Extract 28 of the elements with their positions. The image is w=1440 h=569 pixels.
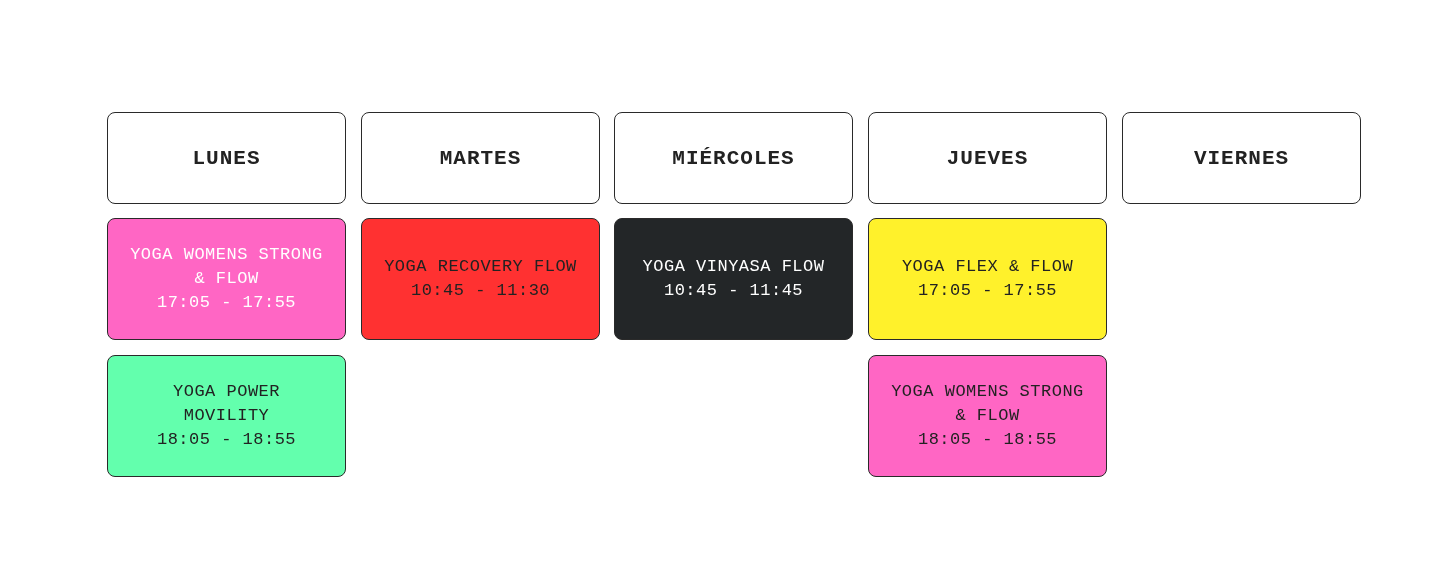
class-card	[107, 218, 346, 340]
day-header-box	[107, 112, 346, 204]
class-time: 10:45 - 11:30	[409, 280, 552, 302]
class-name: YOGA WOMENS STRONG & FLOW	[890, 381, 1085, 427]
class-time: 17:05 - 17:55	[916, 280, 1059, 302]
day-name: LUNES	[192, 146, 261, 170]
class-time: 18:05 - 18:55	[155, 429, 298, 451]
class-name: YOGA VINYASA FLOW	[641, 256, 826, 278]
class-name: YOGA POWER MOVILITY	[172, 381, 281, 427]
class-card	[614, 218, 853, 340]
class-card	[107, 355, 346, 477]
day-name: JUEVES	[946, 146, 1029, 170]
class-card	[868, 355, 1107, 477]
day-name: MARTES	[439, 146, 522, 170]
day-name: VIERNES	[1193, 146, 1290, 170]
class-name: YOGA FLEX & FLOW	[900, 256, 1075, 278]
class-time: 18:05 - 18:55	[916, 429, 1059, 451]
day-header-box	[1122, 112, 1361, 204]
class-name: YOGA WOMENS STRONG & FLOW	[129, 244, 324, 290]
day-name: MIÉRCOLES	[672, 146, 795, 170]
day-header-box	[614, 112, 853, 204]
day-header-box	[361, 112, 600, 204]
class-time: 17:05 - 17:55	[155, 292, 298, 314]
class-name: YOGA RECOVERY FLOW	[383, 256, 578, 278]
class-card	[361, 218, 600, 340]
class-card	[868, 218, 1107, 340]
class-time: 10:45 - 11:45	[662, 280, 805, 302]
day-header-box	[868, 112, 1107, 204]
